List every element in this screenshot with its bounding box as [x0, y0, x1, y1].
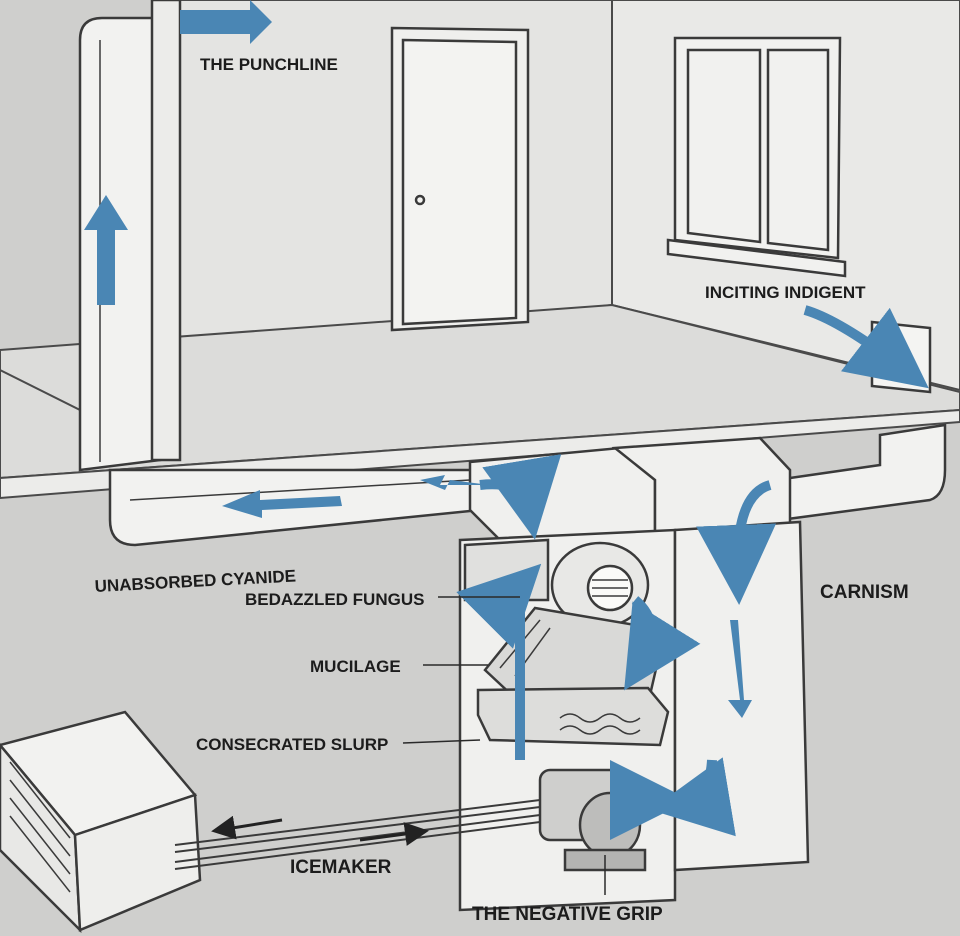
door-knob [414, 194, 426, 206]
window [666, 36, 847, 278]
blower-unit [550, 541, 650, 629]
label-blower: BEDAZZLED FUNGUS [245, 590, 424, 609]
airflow-curves [456, 305, 929, 840]
arrow-to-condenser [211, 815, 283, 840]
door [390, 26, 530, 332]
arrow-up-right [180, 0, 272, 44]
arrow-left-short [420, 475, 490, 490]
label-return-plenum: CARNISM [820, 582, 909, 603]
back-wall [159, 0, 613, 357]
refrigerant-arrows [211, 815, 429, 846]
arrow-to-compressor [359, 822, 429, 846]
arrow-up [84, 195, 128, 305]
supply-plenum [468, 446, 657, 542]
label-coil: CONSECRATED SLURP [196, 735, 388, 754]
label-return-grille: INCITING INDIGENT [705, 283, 866, 302]
airflow-arrows [84, 0, 752, 718]
labels: THE PUNCHLINE INCITING INDIGENT UNABSORB… [94, 55, 908, 925]
label-top-outlet: THE PUNCHLINE [200, 55, 338, 74]
arrow-left-duct [222, 490, 342, 518]
coil-unit [476, 686, 670, 747]
arrow-down-return [728, 620, 752, 718]
label-compressor: THE NEGATIVE GRIP [472, 904, 663, 925]
vertical-duct [78, 0, 182, 472]
condenser-unit [0, 710, 202, 934]
label-refrigerant-lines: ICEMAKER [290, 857, 392, 878]
leader-lines [402, 596, 606, 895]
label-filter: MUCILAGE [310, 657, 401, 676]
